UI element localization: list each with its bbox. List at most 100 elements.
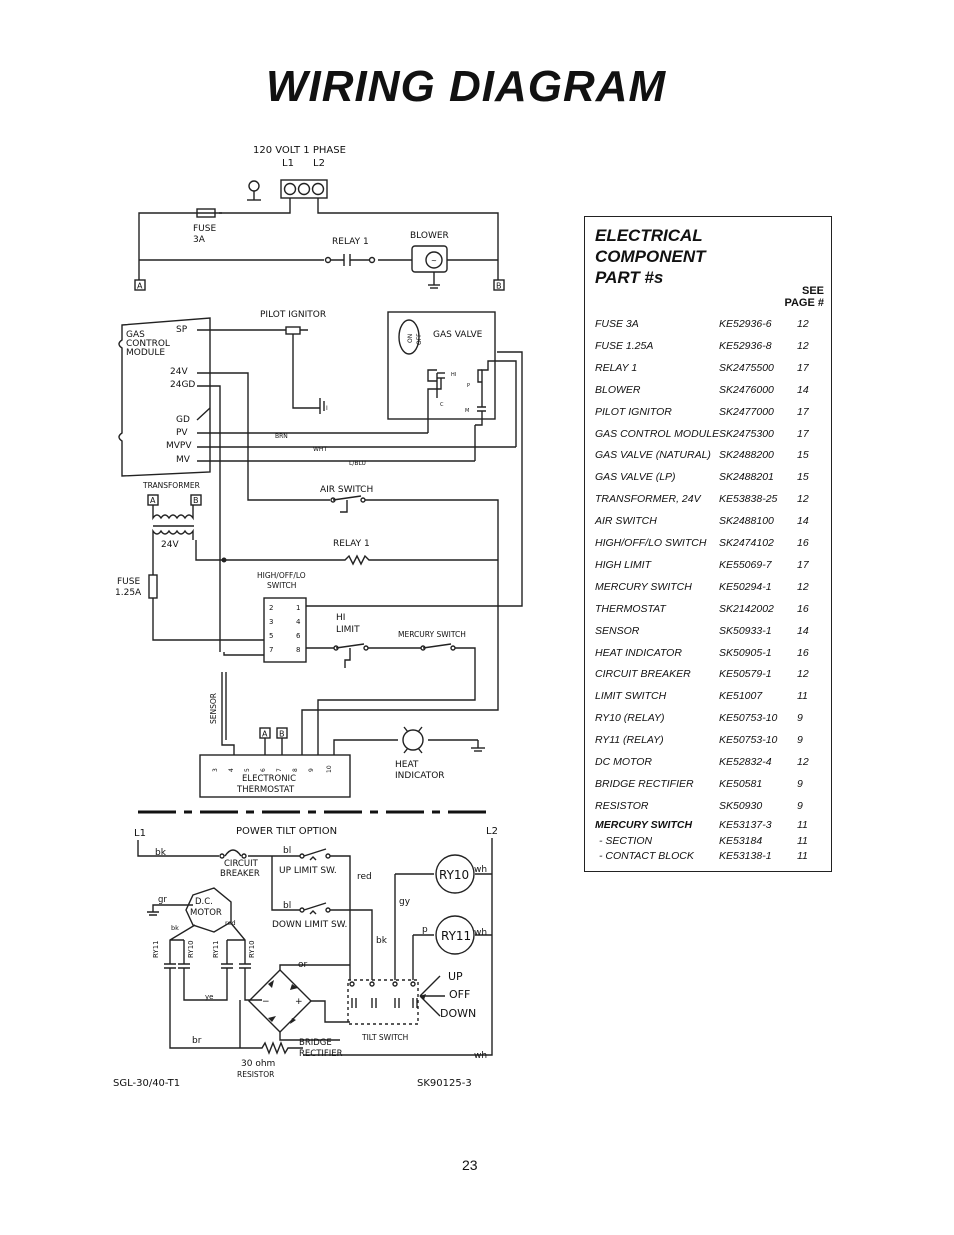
circuit-breaker-symbol — [219, 849, 247, 859]
table-cell: KE50294-1 — [719, 580, 772, 593]
table-cell: BLOWER — [595, 383, 641, 396]
table-cell: SK50905-1 — [719, 646, 772, 659]
svg-text:B: B — [193, 496, 199, 505]
svg-text:RY10: RY10 — [187, 940, 195, 958]
svg-text:CIRCUIT: CIRCUIT — [224, 859, 259, 869]
terminal-b-label: B — [496, 282, 502, 291]
heat-indicator-icon — [402, 726, 485, 754]
table-cell: HIGH/OFF/LO SWITCH — [595, 537, 707, 549]
svg-text:4: 4 — [296, 618, 301, 626]
table-cell: SK50933-1 — [719, 624, 772, 637]
svg-text:DOWN: DOWN — [440, 1007, 476, 1020]
svg-text:+: + — [295, 997, 303, 1007]
table-cell: SK2477000 — [719, 405, 774, 418]
electronic-thermostat — [199, 754, 351, 798]
svg-text:LIMIT: LIMIT — [336, 625, 360, 635]
table-cell: KE51007 — [719, 690, 763, 703]
table-cell: SK2475500 — [719, 361, 774, 374]
table-cell: 9 — [797, 799, 803, 812]
table-cell: 17 — [797, 427, 809, 440]
svg-text:ELECTRONIC: ELECTRONIC — [242, 774, 296, 784]
table-cell: BRIDGE RECTIFIER — [595, 777, 694, 790]
svg-text:RY10: RY10 — [248, 940, 256, 958]
transformer-symbol — [152, 505, 194, 540]
svg-text:6: 6 — [296, 632, 301, 640]
svg-text:L2: L2 — [486, 826, 498, 837]
svg-text:HEAT: HEAT — [395, 760, 419, 770]
svg-text:SWITCH: SWITCH — [267, 581, 296, 590]
svg-text:A: A — [262, 730, 268, 739]
svg-text:2: 2 — [269, 604, 273, 612]
svg-text:RY11: RY11 — [212, 940, 220, 958]
svg-text:L1: L1 — [134, 828, 146, 839]
svg-text:B: B — [279, 730, 285, 739]
l1-label: L1 — [282, 158, 294, 169]
pilot-ignitor-label: PILOT IGNITOR — [260, 310, 326, 320]
table-cell: 12 — [797, 668, 809, 681]
table-cell: FUSE 3A — [595, 318, 639, 330]
svg-text:wh: wh — [474, 865, 487, 875]
svg-text:−: − — [262, 997, 270, 1007]
svg-text:BRIDGE: BRIDGE — [299, 1038, 332, 1048]
svg-text:TILT SWITCH: TILT SWITCH — [361, 1033, 408, 1042]
svg-text:MVPV: MVPV — [166, 441, 192, 451]
relay1-top-label: RELAY 1 — [332, 237, 369, 247]
svg-text:8: 8 — [296, 646, 300, 654]
svg-text:6: 6 — [260, 768, 267, 772]
table-cell: 12 — [797, 318, 809, 330]
table-cell: 14 — [797, 383, 809, 396]
svg-text:HI: HI — [336, 613, 345, 623]
table-row: - CONTACT BLOCK KE53138-1 11 — [599, 850, 808, 862]
svg-text:3A: 3A — [193, 235, 206, 245]
power-tilt-label: POWER TILT OPTION — [236, 826, 337, 837]
table-cell: 17 — [797, 361, 809, 374]
table-cell: HEAT INDICATOR — [595, 646, 682, 659]
table-cell: KE50753-10 — [719, 712, 778, 725]
svg-text:5: 5 — [269, 632, 273, 640]
supply-label: 120 VOLT 1 PHASE — [253, 145, 346, 156]
table-cell: GAS CONTROL MODULE — [595, 427, 720, 440]
tilt-switch-symbol — [347, 975, 445, 1025]
table-cell: SK2488201 — [719, 471, 774, 484]
svg-text:~: ~ — [431, 257, 437, 265]
svg-text:FUSE: FUSE — [117, 577, 140, 587]
see-page-header: SEE PAGE # — [784, 285, 824, 309]
air-switch-label: AIR SWITCH — [320, 485, 373, 495]
svg-text:wh: wh — [474, 928, 487, 938]
table-cell: 16 — [797, 602, 809, 615]
svg-text:OFF: OFF — [449, 988, 470, 1001]
svg-text:RECTIFIER: RECTIFIER — [299, 1049, 343, 1059]
gas-valve — [387, 311, 496, 420]
svg-text:RY11: RY11 — [441, 929, 471, 943]
ry10-coil — [435, 854, 475, 894]
svg-text:9: 9 — [308, 768, 315, 772]
svg-text:C: C — [440, 402, 444, 408]
table-cell: DC MOTOR — [595, 756, 652, 768]
table-cell: GAS VALVE (LP) — [595, 471, 676, 484]
table-cell: 15 — [797, 449, 809, 462]
gas-valve-label: GAS VALVE — [433, 330, 483, 340]
page-title: WIRING DIAGRAM — [266, 62, 667, 111]
down-limit-switch-symbol — [299, 902, 331, 915]
table-cell: KE52832-4 — [719, 756, 772, 768]
svg-text:P: P — [467, 383, 470, 389]
table-cell: AIR SWITCH — [595, 515, 657, 528]
svg-text:1.25A: 1.25A — [115, 588, 142, 598]
table-cell: 14 — [797, 515, 809, 528]
model-left: SGL-30/40-T1 — [113, 1078, 180, 1089]
table-row: MERCURY SWITCH KE53137-3 11 — [595, 819, 808, 831]
svg-text:3: 3 — [212, 768, 219, 772]
fuse-3a-symbol — [190, 208, 222, 218]
table-cell: CIRCUIT BREAKER — [595, 668, 691, 681]
terminal-a-label: A — [137, 282, 143, 291]
table-cell: 9 — [797, 734, 803, 747]
relay1-coil-symbol — [330, 554, 498, 566]
svg-text:30 ohm: 30 ohm — [241, 1059, 275, 1069]
